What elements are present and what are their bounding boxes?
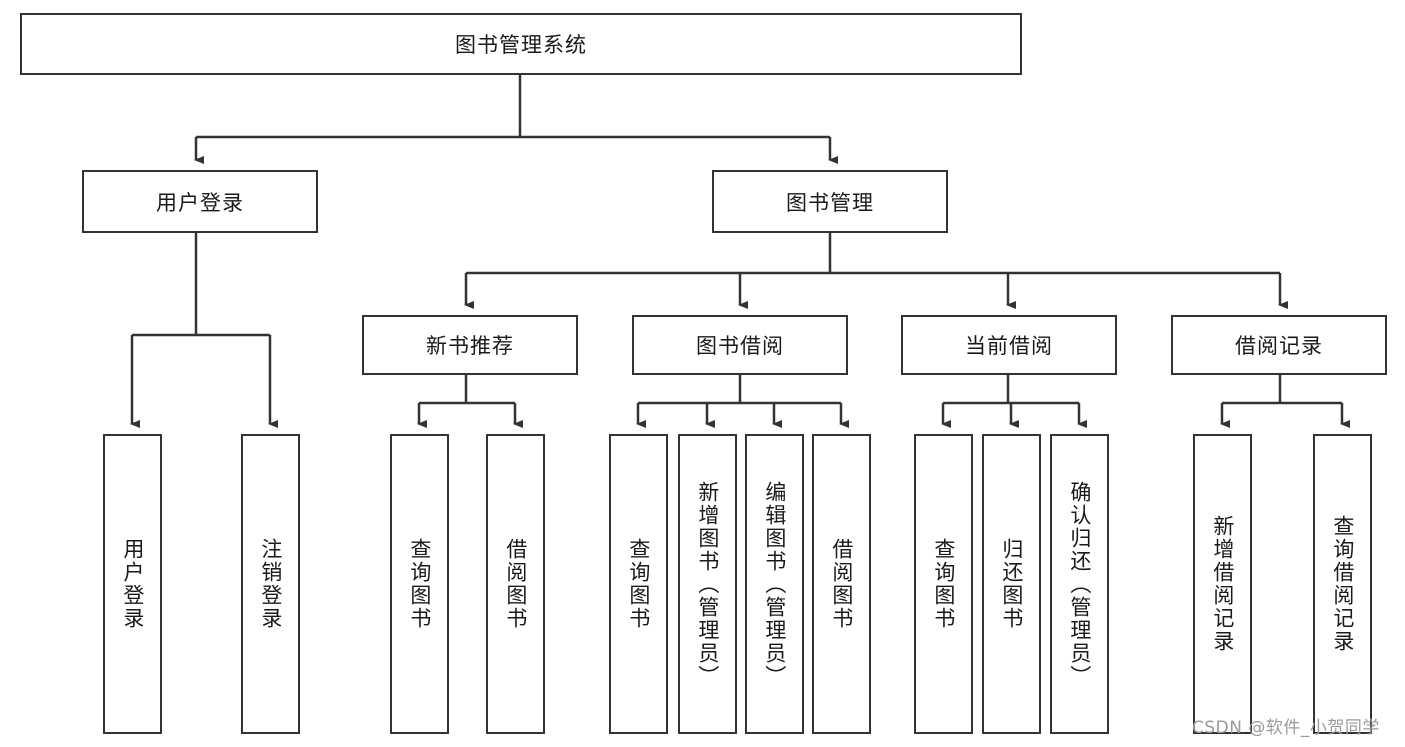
node-label: 图书借阅 <box>696 334 784 358</box>
node-leaf-borrow-book[interactable]: 借阅图书 <box>812 434 871 734</box>
node-leaf-query-book-borrow[interactable]: 查询图书 <box>609 434 668 734</box>
node-label: 新书推荐 <box>426 334 514 358</box>
node-label: 确认归还（管理员） <box>1067 480 1092 688</box>
node-label: 查询借阅记录 <box>1330 515 1355 653</box>
node-current-borrow[interactable]: 当前借阅 <box>901 315 1117 375</box>
node-borrow-record[interactable]: 借阅记录 <box>1171 315 1387 375</box>
node-leaf-confirm-return[interactable]: 确认归还（管理员） <box>1050 434 1109 734</box>
node-label: 借阅记录 <box>1235 334 1323 358</box>
node-leaf-query-book-current[interactable]: 查询图书 <box>914 434 973 734</box>
node-leaf-return-book[interactable]: 归还图书 <box>982 434 1041 734</box>
node-leaf-user-login[interactable]: 用户登录 <box>103 434 162 734</box>
node-label: 图书管理 <box>786 190 874 215</box>
node-label: 当前借阅 <box>965 334 1053 358</box>
node-label: 归还图书 <box>999 538 1024 630</box>
node-leaf-query-borrow-record[interactable]: 查询借阅记录 <box>1313 434 1372 734</box>
node-label: 查询图书 <box>407 538 432 630</box>
node-label: 用户登录 <box>120 538 145 630</box>
node-label: 查询图书 <box>626 538 651 630</box>
node-label: 新增图书（管理员） <box>695 480 720 688</box>
node-book-borrow[interactable]: 图书借阅 <box>632 315 848 375</box>
node-leaf-borrow-book-recommend[interactable]: 借阅图书 <box>486 434 545 734</box>
node-label: 新增借阅记录 <box>1210 515 1235 653</box>
node-label: 注销登录 <box>258 538 283 630</box>
node-leaf-add-borrow-record[interactable]: 新增借阅记录 <box>1193 434 1252 734</box>
node-label: 图书管理系统 <box>455 33 587 57</box>
node-label: 查询图书 <box>931 538 956 630</box>
node-label: 借阅图书 <box>829 538 854 630</box>
node-user-login[interactable]: 用户登录 <box>82 170 318 233</box>
node-label: 借阅图书 <box>503 538 528 630</box>
node-leaf-edit-book[interactable]: 编辑图书（管理员） <box>745 434 804 734</box>
node-new-book-recommend[interactable]: 新书推荐 <box>362 315 578 375</box>
node-label: 用户登录 <box>156 190 244 215</box>
node-book-management[interactable]: 图书管理 <box>712 170 948 233</box>
node-leaf-query-book-recommend[interactable]: 查询图书 <box>390 434 449 734</box>
csdn-watermark: CSDN @软件_小贺同学 <box>1192 718 1380 738</box>
node-root-book-management-system[interactable]: 图书管理系统 <box>20 13 1022 75</box>
node-leaf-logout-login[interactable]: 注销登录 <box>241 434 300 734</box>
node-label: 编辑图书（管理员） <box>762 480 787 688</box>
node-leaf-add-book[interactable]: 新增图书（管理员） <box>678 434 737 734</box>
